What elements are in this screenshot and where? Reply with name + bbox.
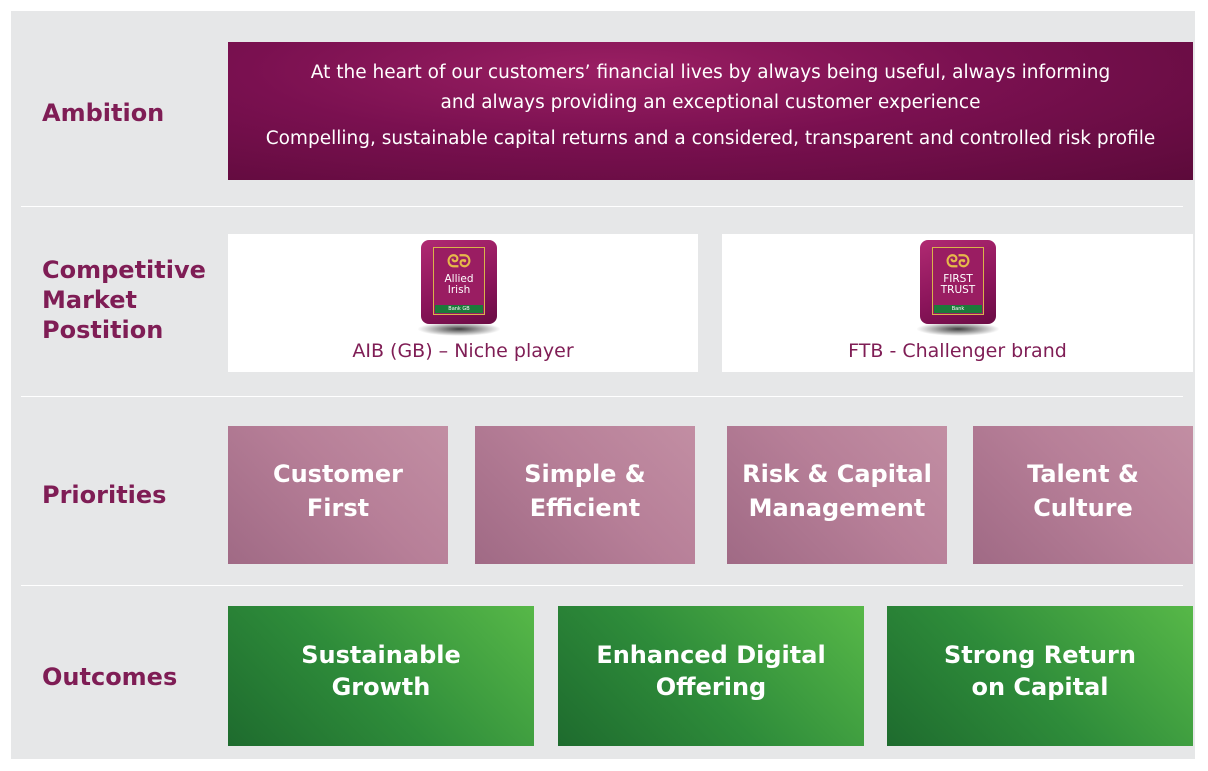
row-label-ambition: Ambition	[42, 99, 165, 127]
priority-box-talent-culture: Talent & Culture	[973, 426, 1193, 564]
priority-box-customer-first: Customer First	[228, 426, 448, 564]
row-divider	[21, 396, 1183, 397]
ambition-box: At the heart of our customers’ financial…	[228, 42, 1193, 180]
ambition-line: At the heart of our customers’ financial…	[310, 62, 1111, 83]
row-label-priorities: Priorities	[42, 481, 167, 509]
ambition-line: Compelling, sustainable capital returns …	[265, 128, 1156, 149]
first-trust-logo-icon: ᘓᘒ FIRST TRUST Bank	[914, 240, 1002, 336]
ambition-line: and always providing an exceptional cust…	[440, 92, 981, 113]
outcome-box-sustainable-growth: Sustainable Growth	[228, 606, 534, 746]
brand-caption: AIB (GB) – Niche player	[352, 340, 574, 362]
row-label-market-position: Competitive Market Postition	[42, 256, 206, 344]
brand-card-aib: ᘓᘒ Allied Irish Bank GB AIB (GB) – Niche…	[228, 234, 698, 372]
row-divider	[21, 206, 1183, 207]
row-label-outcomes: Outcomes	[42, 663, 178, 691]
brand-card-ftb: ᘓᘒ FIRST TRUST Bank FTB - Challenger bra…	[722, 234, 1193, 372]
outcome-box-digital-offering: Enhanced Digital Offering	[558, 606, 864, 746]
aib-logo-icon: ᘓᘒ Allied Irish Bank GB	[415, 240, 503, 336]
priority-box-risk-capital: Risk & Capital Management	[727, 426, 947, 564]
row-divider	[21, 585, 1183, 586]
brand-caption: FTB - Challenger brand	[848, 340, 1067, 362]
outcome-box-return-on-capital: Strong Return on Capital	[887, 606, 1193, 746]
priority-box-simple-efficient: Simple & Efficient	[475, 426, 695, 564]
